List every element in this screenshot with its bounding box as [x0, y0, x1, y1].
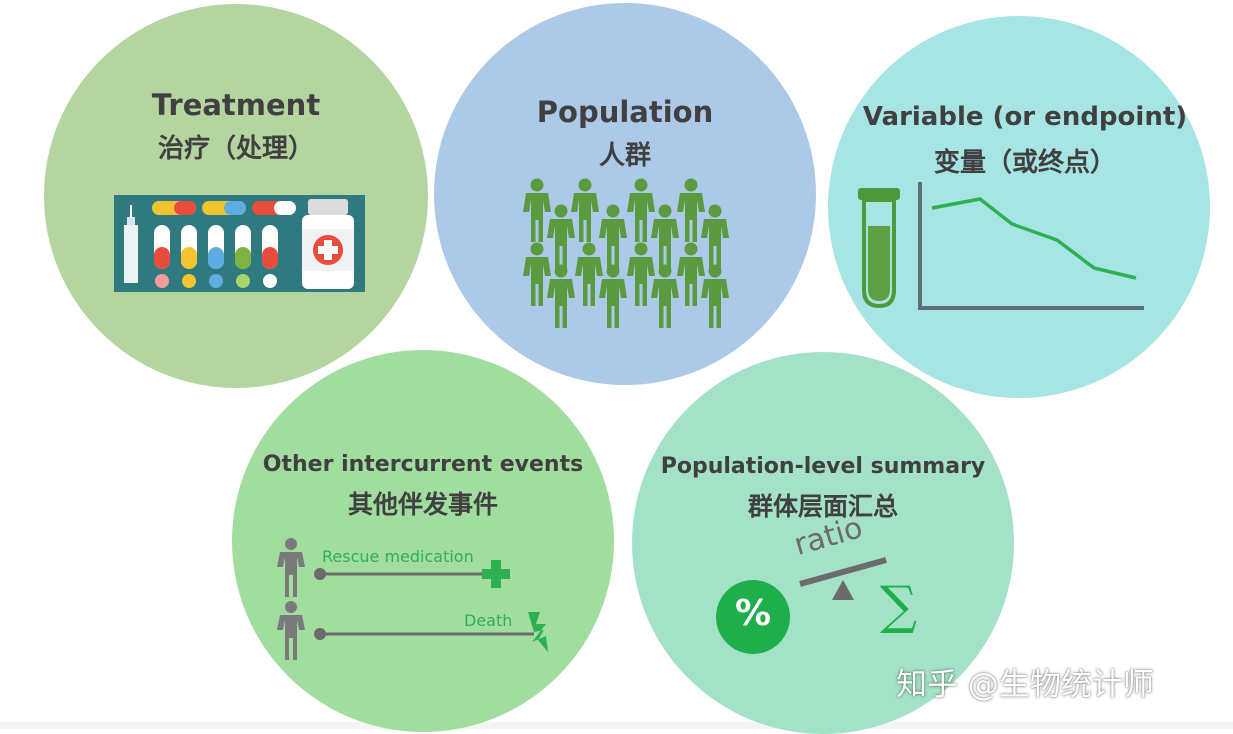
intercurrent-title-zh: 其他伴发事件 — [347, 490, 498, 519]
person-figure — [677, 242, 705, 306]
person-icon — [274, 537, 308, 603]
person-figure — [523, 242, 551, 306]
variable-title-zh: 变量（或终点） — [933, 148, 1116, 178]
variable-title-en: Variable (or endpoint) — [862, 102, 1188, 132]
summary-circle — [632, 352, 1014, 734]
bottle-icon — [298, 195, 358, 296]
treatment-title-en: Treatment — [151, 88, 321, 122]
summary-title-zh: 群体层面汇总 — [747, 492, 898, 521]
person-figure — [677, 178, 705, 242]
watermark: 知乎 @生物统计师 — [896, 667, 1154, 703]
death-timeline — [312, 622, 542, 654]
summary-title-en: Population-level summary — [660, 454, 986, 479]
person-figure — [627, 242, 655, 306]
percent-badge — [716, 580, 790, 654]
population-title-zh: 人群 — [598, 141, 651, 171]
population-title-en: Population — [536, 95, 714, 129]
cross-icon — [480, 558, 512, 594]
death-label: Death — [464, 611, 513, 630]
person-figure — [575, 242, 603, 306]
person-figure — [651, 204, 679, 268]
population-circle — [434, 3, 816, 385]
person-figure — [701, 264, 729, 328]
rescue-medication-label: Rescue medication — [322, 547, 474, 566]
person-figure — [547, 264, 575, 328]
person-figure — [547, 204, 575, 268]
person-figure — [651, 264, 679, 328]
test-tube-icon — [856, 186, 902, 314]
person-figure — [599, 264, 627, 328]
percent-symbol: % — [734, 593, 772, 634]
person-icon — [274, 600, 308, 666]
line-chart-icon — [912, 178, 1148, 318]
sigma-symbol: ∑ — [880, 576, 918, 636]
person-figure — [627, 178, 655, 242]
rescue-timeline — [312, 562, 516, 594]
balance-icon — [796, 548, 890, 608]
treatment-title-zh: 治疗（处理） — [157, 134, 314, 164]
lightning-icon — [524, 610, 552, 658]
person-figure — [599, 204, 627, 268]
person-figure — [523, 178, 551, 242]
bottom-band — [0, 722, 1233, 729]
person-figure — [701, 204, 729, 268]
person-figure — [571, 178, 599, 242]
intercurrent-title-en: Other intercurrent events — [262, 452, 584, 477]
people-icon — [515, 178, 745, 342]
